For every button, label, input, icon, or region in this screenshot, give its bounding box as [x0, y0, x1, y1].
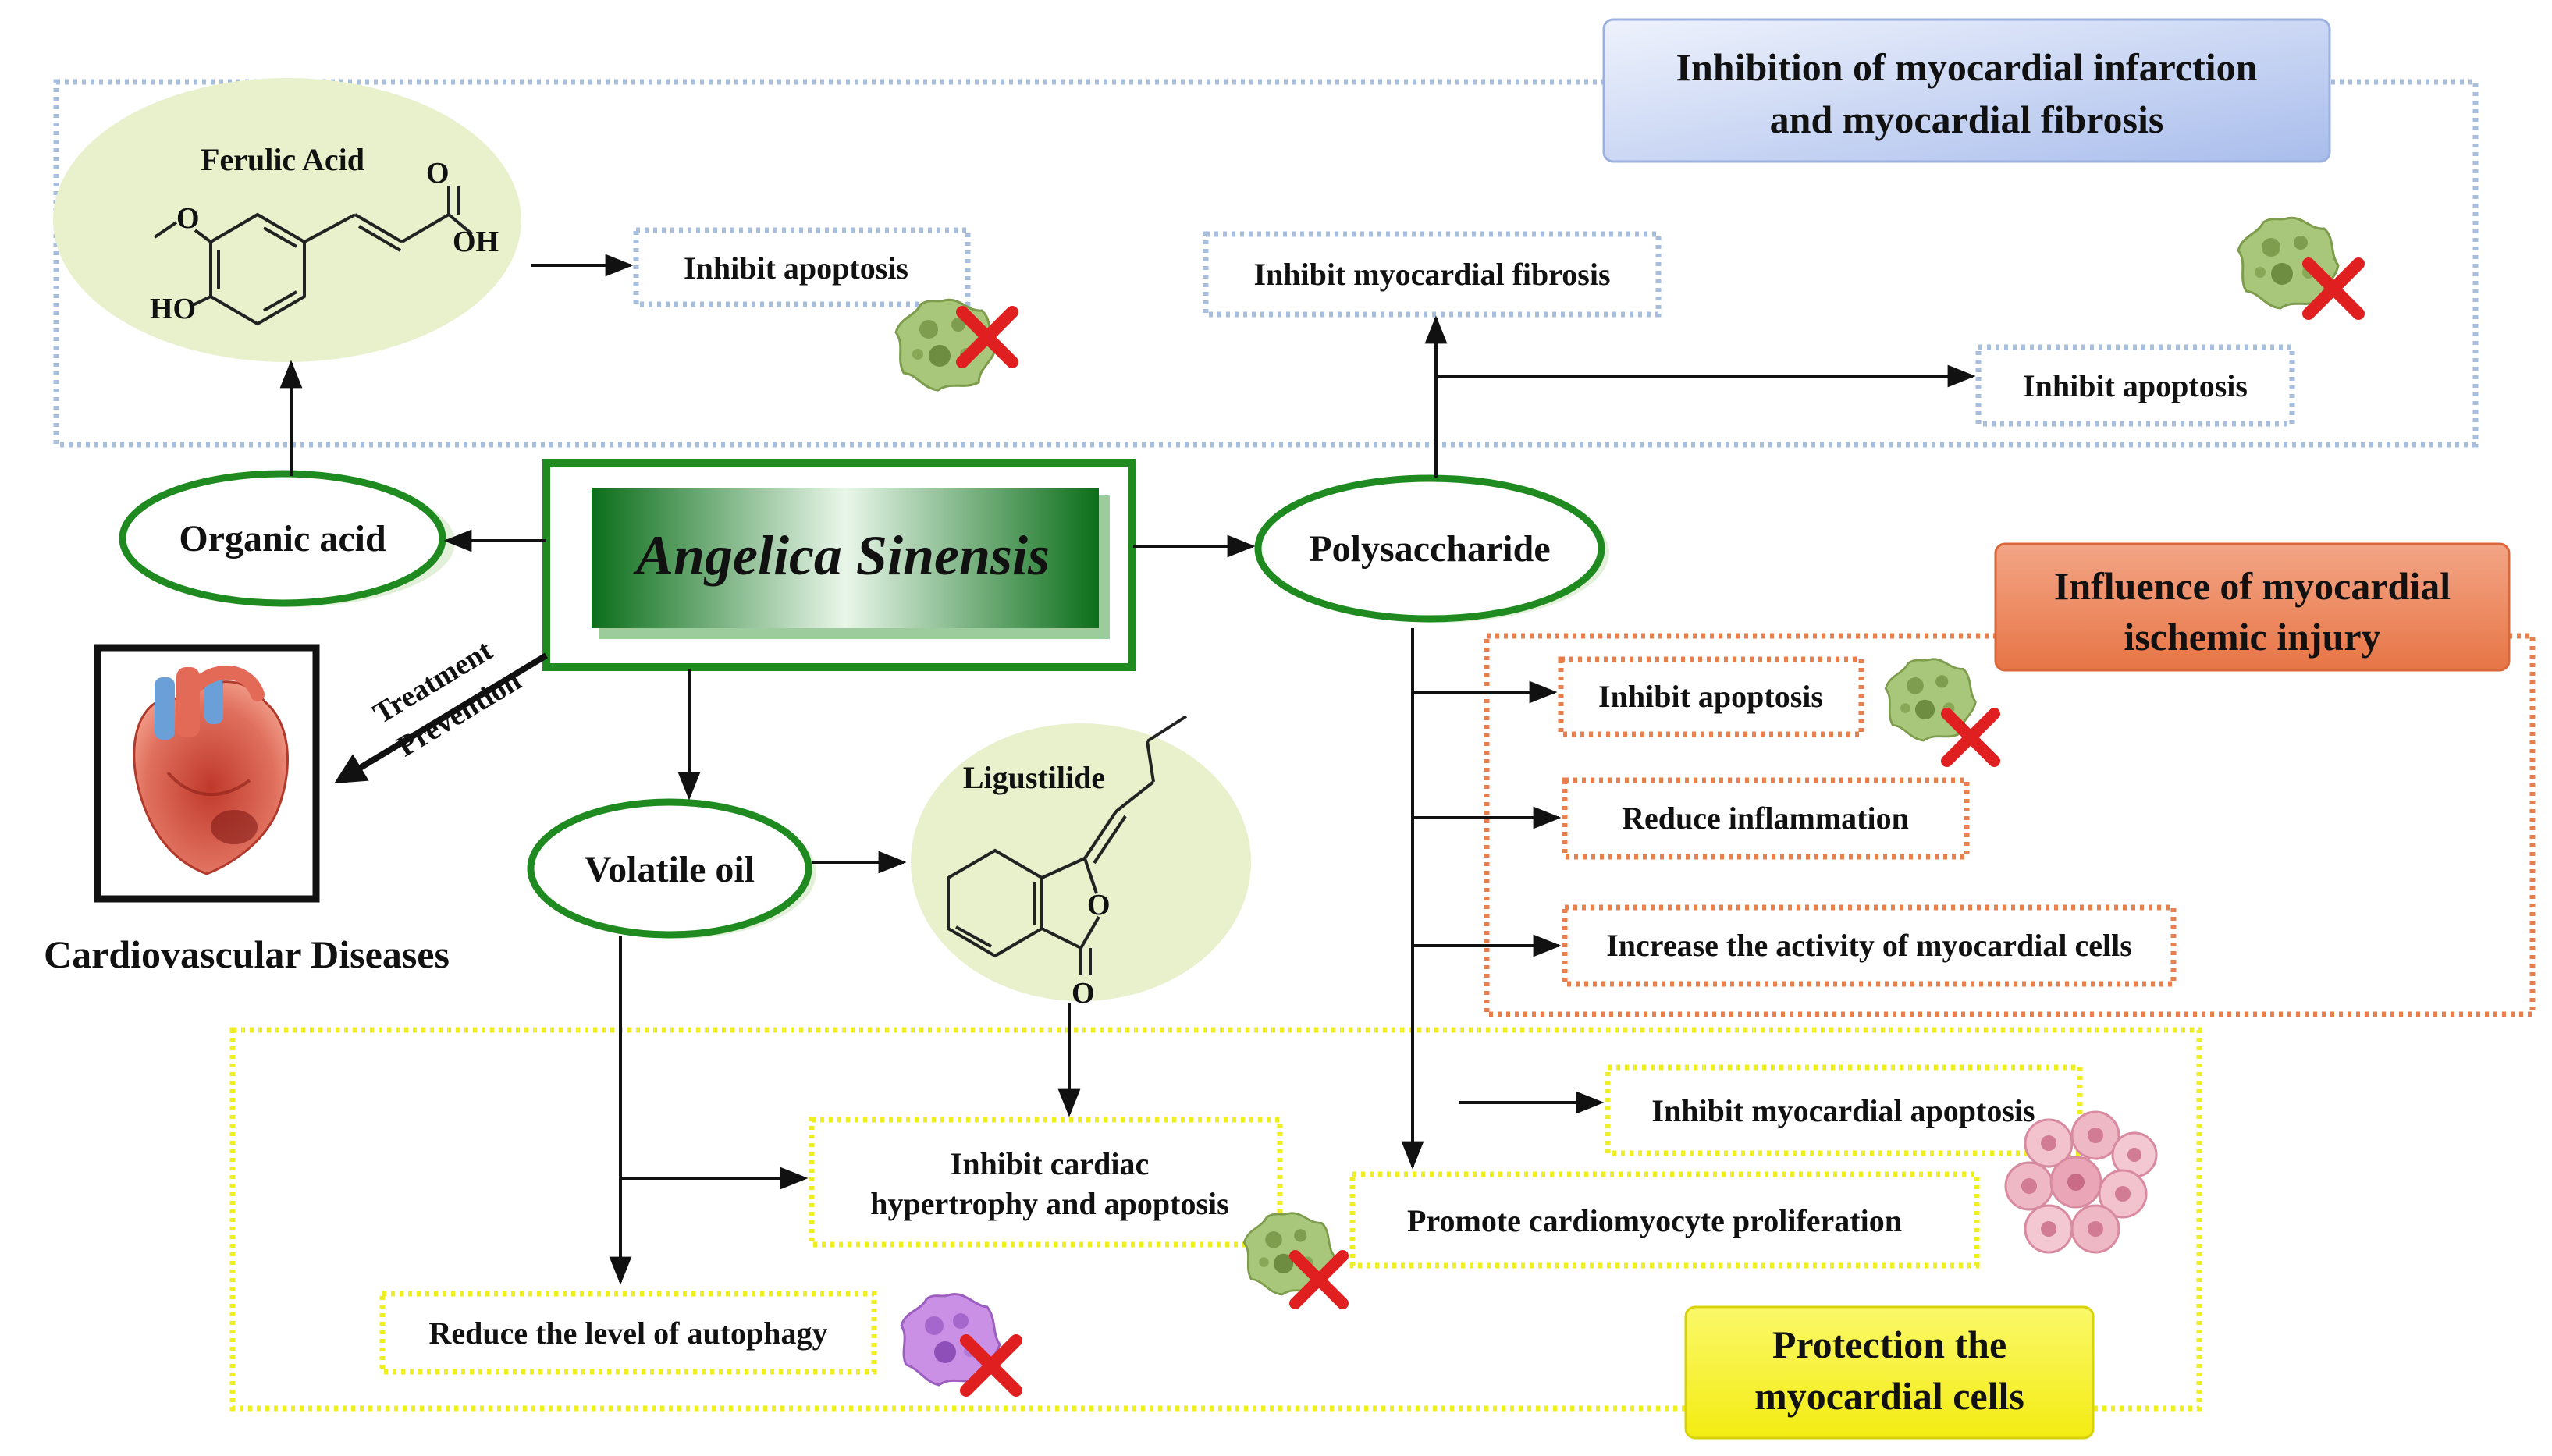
heart-illustration	[94, 644, 320, 903]
ligustilide-structure: Ligustilide O O	[911, 715, 1251, 1010]
effect-box-reduce-autophagy: Reduce the level of autophagy	[379, 1291, 877, 1375]
infarction-group-frame	[53, 79, 2479, 448]
volatile-oil-node: Volatile oil	[527, 798, 816, 939]
protection-group-frame	[229, 1027, 2202, 1412]
svg-text:Inhibit apoptosis: Inhibit apoptosis	[1598, 679, 1823, 714]
effect-box-ischemic-inhibit-apoptosis: Inhibit apoptosis	[1558, 656, 1864, 737]
svg-text:Reduce the level of autophagy: Reduce the level of autophagy	[428, 1316, 827, 1351]
svg-text:Reduce inflammation: Reduce inflammation	[1622, 801, 1909, 836]
svg-text:Polysaccharide: Polysaccharide	[1309, 528, 1550, 570]
svg-text:Influence of myocardial: Influence of myocardial	[2054, 564, 2451, 608]
effect-box-promote-proliferation: Promote cardiomyocyte proliferation	[1349, 1171, 1980, 1269]
organic-acid-node: Organic acid	[119, 470, 455, 607]
svg-text:Inhibit myocardial fibrosis: Inhibit myocardial fibrosis	[1253, 257, 1610, 292]
ligustilide-label: Ligustilide	[963, 760, 1105, 795]
svg-text:hypertrophy and apoptosis: hypertrophy and apoptosis	[870, 1186, 1228, 1221]
angelica-sinensis-box: Angelica Sinensis	[542, 459, 1136, 671]
svg-text:Volatile oil: Volatile oil	[585, 849, 755, 890]
effect-box-poly-inhibit-apoptosis: Inhibit apoptosis	[1975, 344, 2295, 427]
effect-box-ferulic-inhibit-apoptosis: Inhibit apoptosis	[633, 227, 971, 307]
cross-icon-3	[1947, 714, 1995, 762]
effect-box-increase-activity: Increase the activity of myocardial cell…	[1562, 904, 2177, 987]
svg-text:O: O	[176, 202, 200, 235]
infarction-group-title: Inhibition of myocardial infarction and …	[1602, 18, 2331, 163]
treatment-arrow	[334, 652, 549, 784]
center-label: Angelica Sinensis	[633, 524, 1050, 587]
svg-text:O: O	[1072, 977, 1095, 1010]
ischemic-group-title: Influence of myocardial ischemic injury	[1994, 542, 2511, 672]
cell-cluster-icon	[2004, 1110, 2158, 1254]
treatment-arrow-labels: Treatment Prevention	[368, 634, 527, 763]
polysaccharide-node: Polysaccharide	[1254, 474, 1609, 623]
svg-text:Organic acid: Organic acid	[179, 518, 386, 559]
svg-text:myocardial cells: myocardial cells	[1754, 1374, 2024, 1418]
ferulic-acid-label: Ferulic Acid	[201, 142, 364, 177]
ferulic-acid-structure: Ferulic Acid O OH O HO	[53, 78, 521, 362]
connectors	[279, 254, 1976, 1285]
svg-text:Inhibit apoptosis: Inhibit apoptosis	[2023, 368, 2248, 403]
svg-text:Inhibit myocardial apoptosis: Inhibit myocardial apoptosis	[1651, 1093, 2035, 1128]
effect-box-reduce-inflammation: Reduce inflammation	[1562, 777, 1970, 860]
effect-box-inhibit-myocardial-fibrosis: Inhibit myocardial fibrosis	[1203, 231, 1662, 318]
effect-box-inhibit-myocardial-apoptosis: Inhibit myocardial apoptosis	[1605, 1064, 2083, 1156]
svg-text:Increase the activity of myoca: Increase the activity of myocardial cell…	[1606, 928, 2132, 963]
svg-text:HO: HO	[150, 293, 196, 325]
svg-text:and myocardial fibrosis: and myocardial fibrosis	[1770, 98, 2164, 141]
svg-text:Promote cardiomyocyte prolifer: Promote cardiomyocyte proliferation	[1407, 1203, 1902, 1238]
effect-box-inhibit-cardiac-hypertrophy: Inhibit cardiac hypertrophy and apoptosi…	[809, 1117, 1283, 1248]
svg-text:Inhibit apoptosis: Inhibit apoptosis	[684, 250, 908, 286]
svg-text:ischemic injury: ischemic injury	[2124, 615, 2380, 659]
svg-text:Protection the: Protection the	[1772, 1323, 2006, 1366]
svg-text:O: O	[1087, 889, 1111, 922]
cardiovascular-diseases-label: Cardiovascular Diseases	[44, 932, 450, 976]
protection-group-title: Protection the myocardial cells	[1684, 1305, 2095, 1440]
svg-text:OH: OH	[453, 226, 499, 258]
svg-text:O: O	[426, 157, 450, 190]
svg-text:Inhibition of myocardial infar: Inhibition of myocardial infarction	[1676, 45, 2258, 89]
svg-text:Inhibit cardiac: Inhibit cardiac	[951, 1146, 1149, 1181]
